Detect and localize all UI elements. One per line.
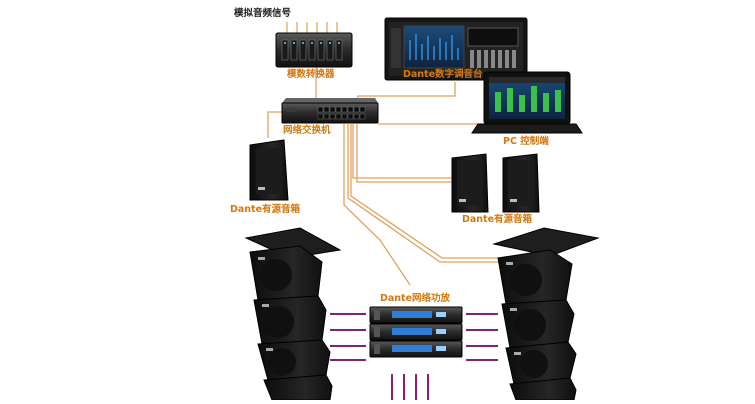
network-cables xyxy=(267,67,498,286)
right-line-array xyxy=(492,227,600,401)
pc-laptop-device xyxy=(471,71,583,134)
cable-switch-right-speakers-2 xyxy=(356,124,452,183)
analog-input-lines xyxy=(286,22,338,34)
dante-amplifier-stack xyxy=(369,306,463,358)
analog-signal-label: 模拟音频信号 xyxy=(234,8,292,19)
right-active-speakers xyxy=(451,153,540,213)
switch-label: 网络交换机 xyxy=(283,125,331,136)
left-line-array xyxy=(244,227,342,401)
cable-switch-left-speaker xyxy=(267,111,282,138)
amplifier-label: Dante网络功放 xyxy=(380,293,451,304)
converter-label: 模数转换器 xyxy=(287,69,335,80)
speaker-left-label: Dante有源音箱 xyxy=(230,204,301,215)
converter-device xyxy=(275,32,353,68)
audio-cables xyxy=(330,313,498,400)
cable-switch-amplifier xyxy=(343,124,411,286)
console-label: Dante数字调音台 xyxy=(403,69,483,80)
pc-label: PC 控制端 xyxy=(503,136,549,147)
cable-switch-right-speakers xyxy=(352,124,452,179)
network-switch-device xyxy=(281,98,379,124)
left-active-speaker xyxy=(249,139,289,201)
cable-switch-right-array-2 xyxy=(350,124,498,259)
dante-console-device xyxy=(384,17,528,81)
cable-switch-right-array xyxy=(347,124,498,263)
speaker-right-label: Dante有源音箱 xyxy=(462,214,533,225)
